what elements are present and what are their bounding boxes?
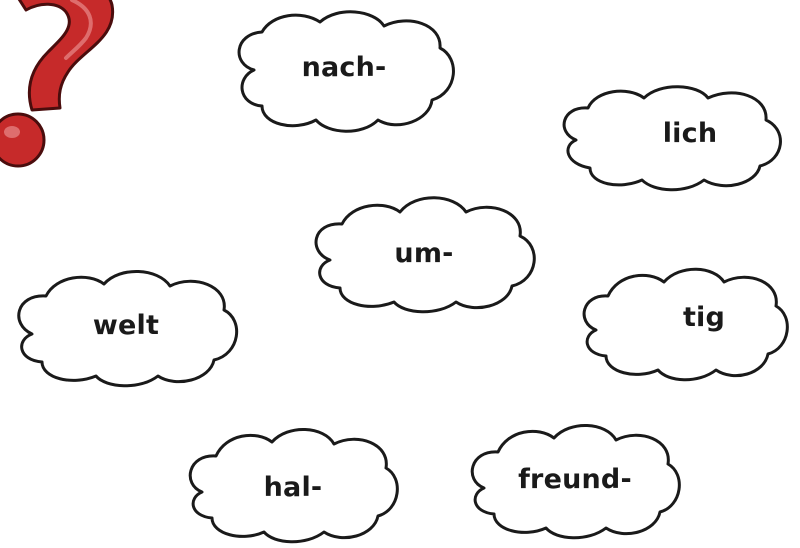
cloud-outline <box>188 428 399 544</box>
cloud-label-nach: nach- <box>301 52 387 83</box>
cloud-outline <box>237 10 455 133</box>
cloud-outline <box>562 85 782 192</box>
cloud-label-freund: freund- <box>518 464 632 495</box>
cloud-label-lich: lich <box>662 118 718 149</box>
cloud-tig: tig <box>576 262 792 386</box>
cloud-outline <box>17 270 239 388</box>
cloud-outline <box>470 424 681 540</box>
cloud-outline <box>582 267 789 382</box>
cloud-hal: hal- <box>182 422 404 546</box>
cloud-um: um- <box>308 190 540 316</box>
cloud-welt: welt <box>10 262 242 390</box>
cloud-label-tig: tig <box>682 302 726 333</box>
cloud-label-hal: hal- <box>263 472 323 503</box>
cloud-label-welt: welt <box>92 310 160 341</box>
cloud-nach: nach- <box>228 8 460 134</box>
cloud-freund: freund- <box>464 420 686 544</box>
cloud-label-um: um- <box>394 238 454 269</box>
cloud-lich: lich <box>556 80 788 192</box>
cloud-outline <box>314 196 536 314</box>
question-mark-icon <box>0 0 115 168</box>
